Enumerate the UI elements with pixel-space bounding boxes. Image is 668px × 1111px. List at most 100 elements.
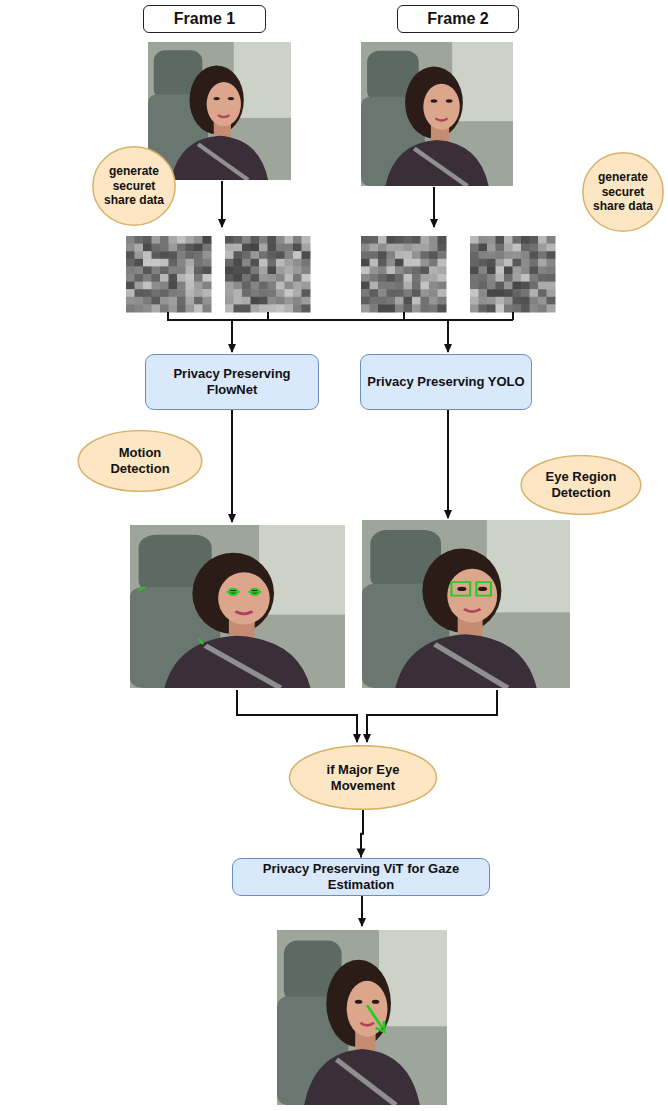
noise-cell xyxy=(285,251,294,259)
noise-cell xyxy=(177,266,186,274)
noise-cell xyxy=(242,297,251,305)
noise-cell xyxy=(479,236,488,244)
noise-cell xyxy=(152,244,161,252)
noise-cell xyxy=(395,297,404,305)
eye-box xyxy=(451,582,470,595)
noise-cell xyxy=(361,304,370,312)
noise-cell xyxy=(513,259,522,267)
noise-cell xyxy=(302,297,311,305)
face xyxy=(423,84,459,130)
connector xyxy=(357,810,366,858)
noise-cell xyxy=(126,282,135,290)
noise-cell xyxy=(395,251,404,259)
noise-cell xyxy=(378,282,387,290)
oval-shape xyxy=(93,147,175,225)
flow-mark xyxy=(139,587,262,644)
noise-cell xyxy=(160,289,169,297)
noise-cell xyxy=(421,259,430,267)
noise-cell xyxy=(293,274,302,282)
noise-cell xyxy=(378,236,387,244)
car-interior xyxy=(361,42,513,186)
noise-cell xyxy=(504,282,513,290)
noise-cell xyxy=(143,244,152,252)
noise-cell xyxy=(169,289,178,297)
noise-cell xyxy=(268,274,277,282)
noise-cell xyxy=(234,282,243,290)
noise-cell xyxy=(429,304,438,312)
noise-cell xyxy=(242,289,251,297)
noise-cell xyxy=(285,282,294,290)
process-box: Privacy Preserving YOLO xyxy=(360,354,532,410)
noise-cell xyxy=(194,266,203,274)
noise-cell xyxy=(370,274,379,282)
arrow-line xyxy=(447,410,449,518)
noise-cell xyxy=(302,266,311,274)
noise-cell xyxy=(259,236,268,244)
noise-cell xyxy=(470,251,479,259)
noise-cell xyxy=(438,274,447,282)
arrow-line xyxy=(433,187,435,227)
noise-cell xyxy=(487,251,496,259)
noise-cell xyxy=(521,274,530,282)
noise-cell xyxy=(412,297,421,305)
noise-cell xyxy=(242,236,251,244)
noise-cell xyxy=(135,282,144,290)
noise-cell xyxy=(234,304,243,312)
noise-cell xyxy=(152,304,161,312)
share-image xyxy=(225,236,311,313)
noise-cell xyxy=(293,289,302,297)
noise-cell xyxy=(143,282,152,290)
noise-cell xyxy=(504,274,513,282)
node-text: Eye Region Detection xyxy=(534,469,629,500)
noise-cell xyxy=(203,274,212,282)
noise-cell xyxy=(203,282,212,290)
noise-cell xyxy=(152,236,161,244)
noise-cell xyxy=(370,289,379,297)
step-oval: Motion Detection xyxy=(77,430,203,492)
noise-cell xyxy=(126,236,135,244)
noise-cell xyxy=(521,251,530,259)
noise-cell xyxy=(479,304,488,312)
noise-cell xyxy=(421,236,430,244)
noise-cell xyxy=(143,251,152,259)
noise-cell xyxy=(547,244,556,252)
noise-cell xyxy=(538,297,547,305)
noise-cell xyxy=(194,289,203,297)
noise-cell xyxy=(160,244,169,252)
noise-cell xyxy=(530,244,539,252)
noise-cell xyxy=(538,259,547,267)
noise-cell xyxy=(143,236,152,244)
leader-lines xyxy=(168,181,513,926)
noise-cell xyxy=(251,251,260,259)
seatbelt xyxy=(337,1060,397,1106)
noise-cell xyxy=(404,297,413,305)
oval-shape xyxy=(583,153,663,231)
step-oval: if Major Eye Movement xyxy=(288,745,438,810)
noise-cell xyxy=(470,282,479,290)
merge-line xyxy=(367,690,497,742)
noise-cell xyxy=(293,244,302,252)
noise-cell xyxy=(378,251,387,259)
noise-cell xyxy=(285,266,294,274)
noise-cell xyxy=(143,289,152,297)
eye xyxy=(372,1000,379,1004)
noise-cell xyxy=(293,297,302,305)
noise-cell xyxy=(530,259,539,267)
noise-cell xyxy=(242,274,251,282)
noise-cell xyxy=(404,244,413,252)
noise-cell xyxy=(203,304,212,312)
noise-cell xyxy=(302,251,311,259)
noise-cell xyxy=(126,251,135,259)
noise-cell xyxy=(135,236,144,244)
lips xyxy=(235,611,252,613)
noise-cell xyxy=(496,304,505,312)
noise-cell xyxy=(404,259,413,267)
noise-cell xyxy=(177,289,186,297)
driver-photo xyxy=(130,525,345,688)
noise-cell xyxy=(370,259,379,267)
noise-cell xyxy=(547,251,556,259)
noise-cell xyxy=(225,297,234,305)
noise-cell xyxy=(438,289,447,297)
noise-cell xyxy=(404,251,413,259)
